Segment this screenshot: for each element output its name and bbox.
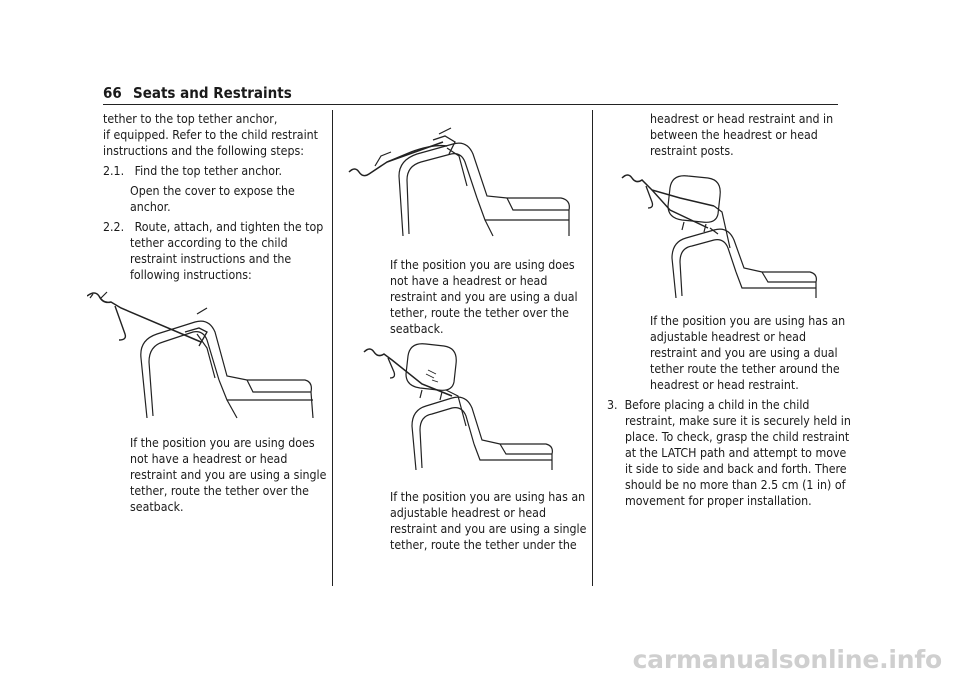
para2-line-3: restraint and you are using a dual	[390, 290, 578, 304]
intro-line-2: if equipped. Refer to the child restrain…	[103, 128, 319, 142]
step-3-line-3: place. To check, grasp the child restrai…	[625, 430, 850, 444]
illustration-single-tether-no-headrest	[87, 288, 319, 420]
step-3-line-1: 3. Before placing a child in the child	[607, 398, 810, 412]
para4-line-3: restraint and you are using a dual	[650, 346, 838, 360]
para2-line-1: If the position you are using does	[390, 258, 575, 272]
illustration-single-tether-headrest	[362, 340, 562, 472]
continued-line-3: restraint posts.	[650, 144, 734, 158]
column-divider-1	[332, 110, 333, 586]
step-2-2-line-2: tether according to the child	[130, 236, 288, 250]
step-2-2: 2.2. Route, attach, and tighten the top	[103, 220, 324, 234]
continued-line-2: between the headrest or head	[650, 128, 818, 142]
step-2-2-line-3: restraint instructions and the	[130, 252, 292, 266]
step-2-2-line-4: following instructions:	[130, 268, 252, 282]
page-header: 66 Seats and Restraints	[103, 84, 838, 105]
step-3-line-5: it side to side and back and forth. Ther…	[625, 462, 847, 476]
illustration-dual-tether-no-headrest	[347, 126, 579, 238]
step-3-line-6: should be no more than 2.5 cm (1 in) of	[625, 478, 846, 492]
para2-line-2: not have a headrest or head	[390, 274, 548, 288]
step-3-line-7: movement for proper installation.	[625, 494, 812, 508]
watermark: carmanualsonline.info	[632, 645, 943, 674]
para4-line-4: tether route the tether around the	[650, 362, 840, 376]
para1-line-3: restraint and you are using a single	[130, 468, 327, 482]
step-2-1-sub-1: Open the cover to expose the	[130, 184, 295, 198]
para1-line-5: seatback.	[130, 500, 184, 514]
page-number: 66	[103, 84, 122, 102]
intro-line-1: tether to the top tether anchor,	[103, 112, 278, 126]
para3-line-4: tether, route the tether under the	[390, 538, 577, 552]
continued-line-1: headrest or head restraint and in	[650, 112, 834, 126]
step-3-line-4: at the LATCH path and attempt to move	[625, 446, 847, 460]
para1-line-4: tether, route the tether over the	[130, 484, 309, 498]
step-2-1-sub-2: anchor.	[130, 200, 171, 214]
step-2-1: 2.1. Find the top tether anchor.	[103, 164, 282, 178]
para4-line-5: headrest or head restraint.	[650, 378, 799, 392]
intro-line-3: instructions and the following steps:	[103, 144, 304, 158]
para2-line-5: seatback.	[390, 322, 444, 336]
para3-line-3: restraint and you are using a single	[390, 522, 587, 536]
step-3-line-2: restraint, make sure it is securely held…	[625, 414, 851, 428]
column-divider-2	[592, 110, 593, 586]
illustration-dual-tether-headrest	[618, 168, 824, 300]
para1-line-1: If the position you are using does	[130, 436, 315, 450]
para3-line-1: If the position you are using has an	[390, 490, 586, 504]
para4-line-1: If the position you are using has an	[650, 314, 846, 328]
para1-line-2: not have a headrest or head	[130, 452, 288, 466]
section-title: Seats and Restraints	[133, 84, 292, 102]
para2-line-4: tether, route the tether over the	[390, 306, 569, 320]
para3-line-2: adjustable headrest or head	[390, 506, 546, 520]
para4-line-2: adjustable headrest or head	[650, 330, 806, 344]
